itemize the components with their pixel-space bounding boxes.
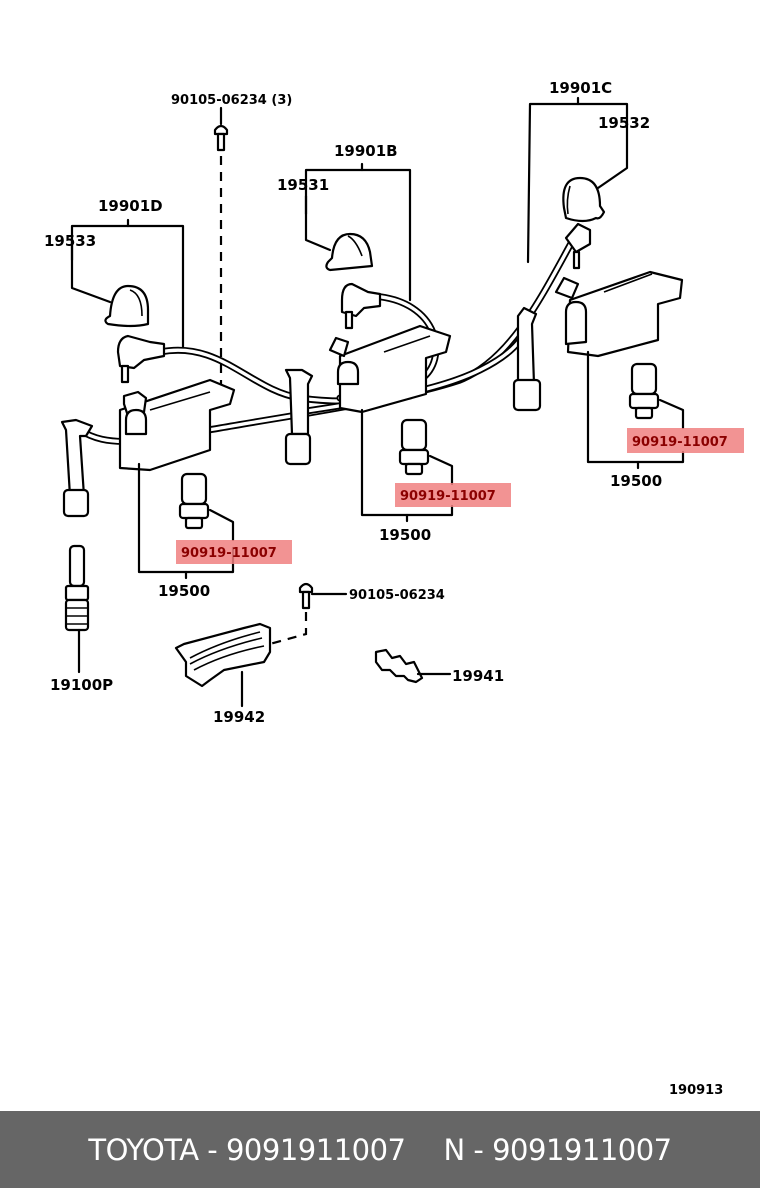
- ignition-coil-center: [328, 324, 452, 414]
- label-boot-19531: 19531: [277, 176, 329, 194]
- label-clamp-19941: 19941: [452, 667, 504, 685]
- footer-brand: TOYOTA: [88, 1132, 199, 1167]
- part-number-center[interactable]: 90919-11007: [400, 489, 496, 504]
- highlight-box-left: [176, 540, 292, 564]
- sensor-left: [178, 472, 210, 530]
- clamp-19941: [374, 648, 452, 684]
- spark-plug: [64, 544, 90, 674]
- label-boot-19532: 19532: [598, 114, 650, 132]
- footer-alt-prefix: N: [443, 1132, 466, 1167]
- label-boot-19533: 19533: [44, 232, 96, 250]
- plug-boot-left: [116, 334, 166, 384]
- highlight-box-right: [627, 428, 744, 453]
- plug-tube-center: [284, 368, 314, 466]
- footer-part-number[interactable]: 9091911007: [225, 1132, 406, 1167]
- footer-alt-separator: -: [473, 1132, 484, 1167]
- bracket-19942: [174, 622, 272, 708]
- label-wire-set-d: 19901D: [98, 197, 163, 215]
- parts-diagram: 90105-06234 (3) 19901B 19531 19901C 1953…: [44, 79, 744, 1098]
- footer-bar: TOYOTA - 9091911007 N - 9091911007: [0, 1111, 760, 1188]
- ignition-coil-right: [554, 270, 684, 358]
- diagram-code: 190913: [669, 1083, 723, 1098]
- boot-19533: [104, 284, 150, 328]
- label-spark-plug: 19100P: [50, 676, 113, 694]
- label-bolt-top: 90105-06234 (3): [171, 93, 292, 108]
- highlight-box-center: [395, 483, 511, 507]
- sensor-right: [628, 362, 660, 420]
- plug-tube-right: [512, 306, 542, 412]
- plug-boot-right: [564, 222, 592, 270]
- label-bolt-bottom: 90105-06234: [349, 588, 445, 603]
- boot-19531: [325, 232, 374, 272]
- label-bracket-19942: 19942: [213, 708, 265, 726]
- label-wire-set-b: 19901B: [334, 142, 398, 160]
- bolt-top: [213, 106, 229, 396]
- boot-19532: [562, 176, 606, 223]
- label-coil-center: 19500: [379, 526, 431, 544]
- label-coil-left: 19500: [158, 582, 210, 600]
- sensor-center: [398, 418, 430, 476]
- label-wire-set-c: 19901C: [549, 79, 612, 97]
- ignition-coil-left: [118, 378, 236, 472]
- plug-boot-center: [340, 282, 382, 330]
- footer-separator: -: [207, 1132, 218, 1167]
- bolt-bottom: [269, 582, 348, 646]
- part-number-right[interactable]: 90919-11007: [632, 435, 728, 450]
- plug-tube-left: [60, 418, 94, 518]
- label-coil-right: 19500: [610, 472, 662, 490]
- part-number-left[interactable]: 90919-11007: [181, 546, 277, 561]
- footer-alt-part-number[interactable]: 9091911007: [492, 1132, 672, 1167]
